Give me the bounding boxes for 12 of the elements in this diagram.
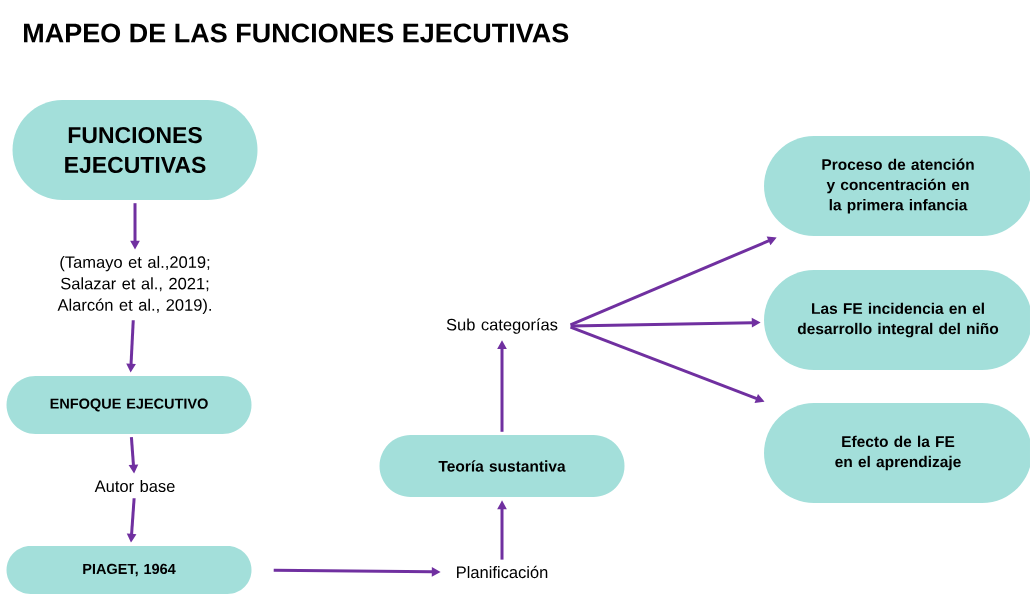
rounded-box: ENFOQUE EJECUTIVO: [6, 376, 252, 434]
text-label: (Tamayo et al.,2019; Salazar et al., 2021; Alarcón et al., 2019).: [57, 255, 211, 315]
text-label: Planificación: [457, 565, 548, 579]
rounded-box: Proceso de atención y concentración en la primera infancia: [764, 136, 1030, 236]
rounded-box: Teoría sustantiva: [379, 435, 625, 497]
title: MAPEO DE LAS FUNCIONES EJECUTIVAS: [24, 23, 569, 43]
rounded-box: FUNCIONES EJECUTIVAS: [12, 100, 258, 200]
rounded-box: Efecto de la FE en el aprendizaje: [764, 403, 1030, 503]
rounded-box: Las FE incidencia en el desarrollo integral del niño: [764, 270, 1030, 370]
text-label: Sub categorías: [446, 318, 558, 334]
rounded-box: PIAGET, 1964: [6, 546, 252, 594]
text-label: Autor base: [94, 479, 175, 493]
